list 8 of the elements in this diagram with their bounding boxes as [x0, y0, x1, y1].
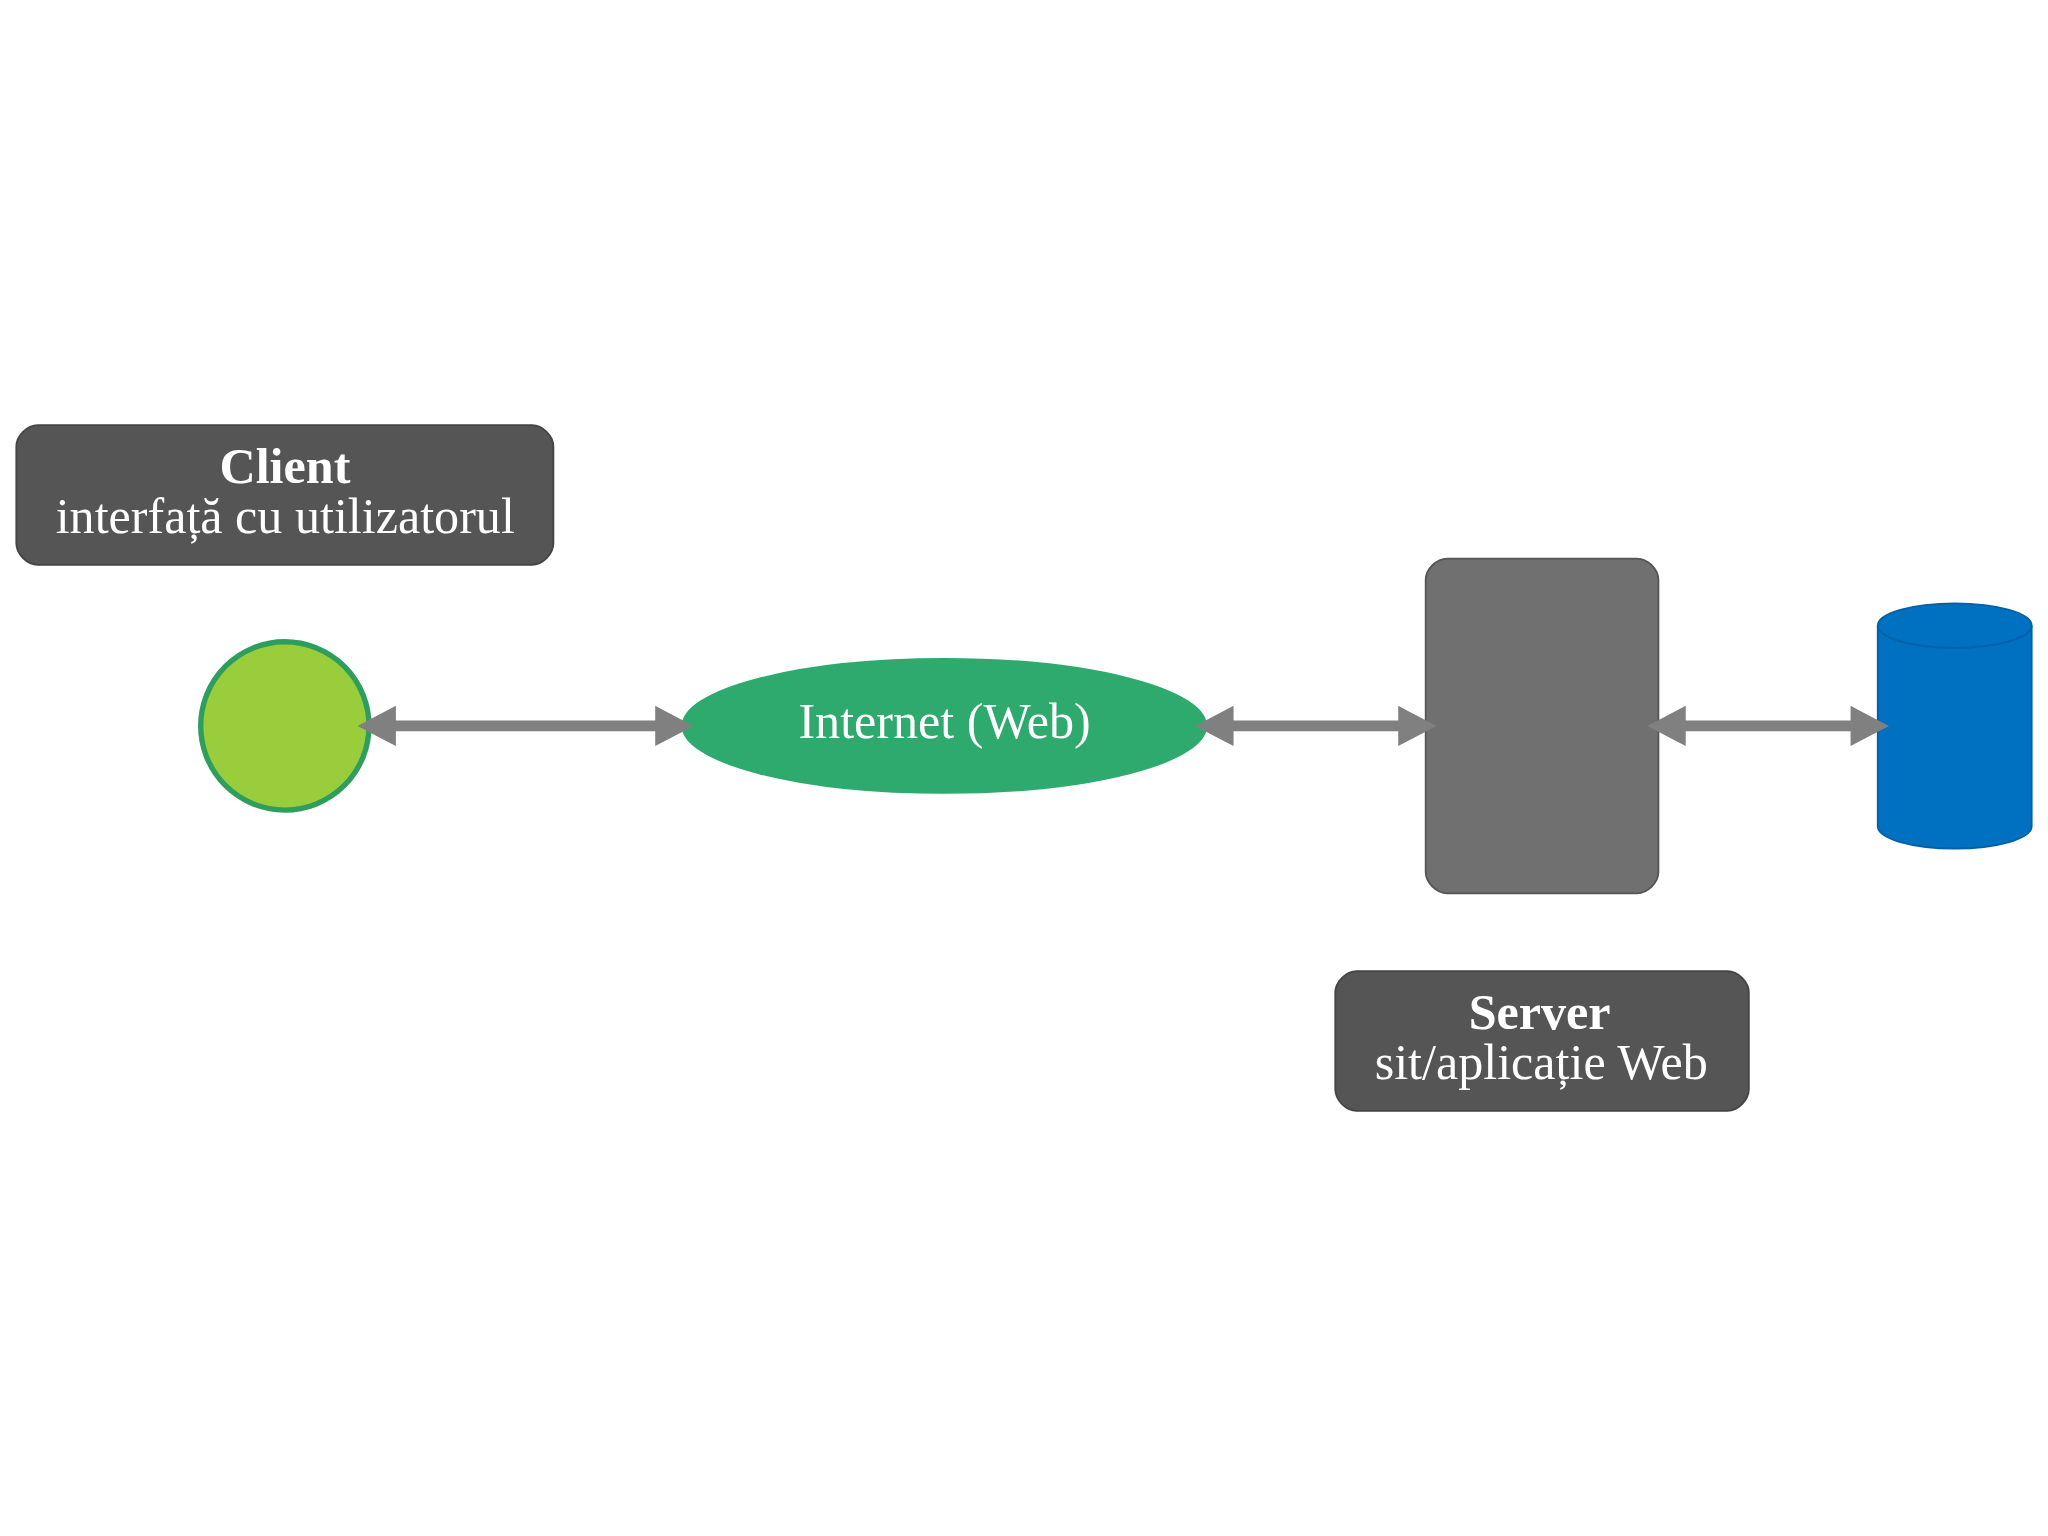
node-box: Client interfață cu utilizatorul: [15, 424, 555, 566]
node-circle: [198, 639, 372, 813]
node-box: [1424, 557, 1660, 895]
arrow: [1647, 705, 1889, 747]
arrow: [1195, 705, 1437, 747]
arrow: [357, 705, 694, 747]
node-box: Server sit/aplicație Web: [1334, 970, 1750, 1112]
node-ellipse: Internet (Web): [681, 658, 1208, 794]
